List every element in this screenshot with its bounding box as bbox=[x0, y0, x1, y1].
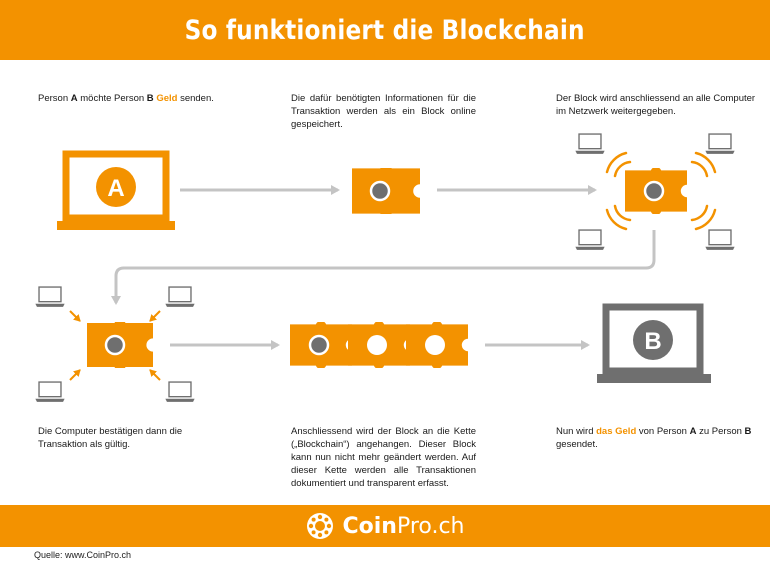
laptop-b-icon bbox=[597, 303, 711, 383]
blockchain-icon bbox=[290, 322, 468, 368]
step6-part: Nun wird bbox=[556, 426, 597, 437]
verify-arrows-icon bbox=[69, 310, 161, 381]
broadcast-block-icon bbox=[625, 168, 687, 214]
step1-person-b: B bbox=[146, 93, 154, 104]
network-computer-icon bbox=[574, 229, 606, 251]
step6-part: zu Person bbox=[696, 426, 745, 437]
step1-text: Person A möchte Person B Geld senden. bbox=[38, 92, 248, 105]
arrow-to-verification bbox=[111, 230, 656, 305]
page-title: So funktioniert die Blockchain bbox=[184, 14, 586, 46]
step6-part: gesendet. bbox=[556, 439, 598, 450]
step6-text: Nun wird das Geld von Person A zu Person… bbox=[556, 425, 756, 451]
coin-logo-icon bbox=[307, 513, 334, 539]
step6-part: von Person bbox=[636, 426, 690, 437]
network-computer-icon bbox=[574, 133, 606, 155]
laptop-a-icon bbox=[57, 150, 175, 230]
coinpro-logo: CoinPro.ch bbox=[305, 511, 465, 541]
step1-part: möchte Person bbox=[77, 93, 147, 104]
block-icon bbox=[352, 168, 420, 214]
network-computer-icon bbox=[704, 229, 736, 251]
network-computer-icon bbox=[704, 133, 736, 155]
step6-money: das Geld bbox=[596, 426, 637, 437]
step5-text: Anschliessend wird der Block an die Kett… bbox=[291, 426, 476, 489]
step6-person-b: B bbox=[744, 426, 752, 437]
verifier-computer-icon bbox=[164, 286, 196, 308]
brand-name-bold: Coin bbox=[342, 513, 397, 539]
verifier-computer-icon bbox=[34, 286, 66, 308]
verifier-computer-icon bbox=[34, 381, 66, 403]
step4-text: Die Computer bestätigen dann die Transak… bbox=[38, 426, 183, 450]
step1-money: Geld bbox=[156, 93, 178, 104]
verifier-computer-icon bbox=[164, 381, 196, 403]
laptop-b-label: B bbox=[644, 328, 661, 355]
laptop-a-label: A bbox=[107, 175, 124, 202]
step1-person-a: A bbox=[70, 93, 78, 104]
step6-person-a: A bbox=[689, 426, 697, 437]
source-credit: Quelle: www.CoinPro.ch bbox=[34, 550, 132, 560]
step3-text: Der Block wird anschliessend an alle Com… bbox=[556, 93, 756, 117]
step2-text: Die dafür benötigten Informationen für d… bbox=[291, 93, 476, 130]
step1-part: Person bbox=[38, 93, 71, 104]
brand-name: CoinPro.ch bbox=[342, 514, 464, 539]
signal-waves-icon bbox=[605, 151, 717, 231]
brand-name-rest: Pro.ch bbox=[396, 513, 465, 539]
header-bar: So funktioniert die Blockchain bbox=[0, 0, 770, 60]
footer-bar: CoinPro.ch bbox=[0, 505, 770, 547]
verified-block-icon bbox=[87, 322, 153, 368]
step1-part: senden. bbox=[177, 93, 214, 104]
